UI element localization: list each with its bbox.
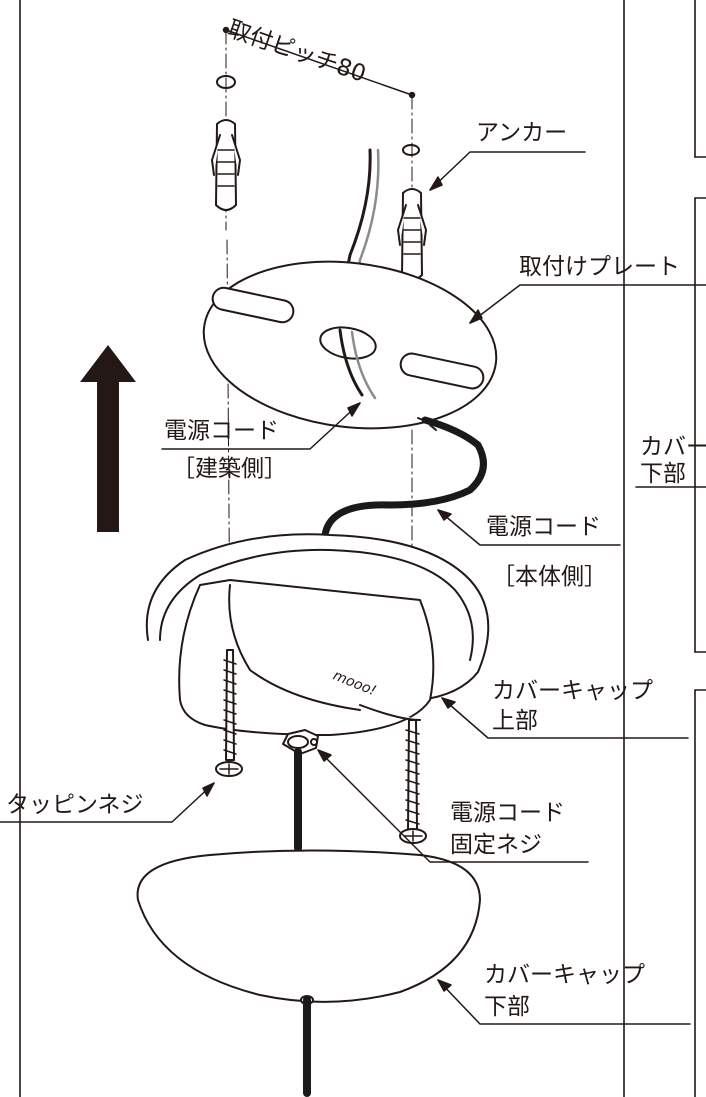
mounting-plate [202,260,498,430]
body-cord [321,416,487,539]
direction-arrow-up [80,345,136,532]
anchor-right [397,188,427,281]
frame-lines [19,0,706,1097]
wall-hole-right [402,144,420,156]
cover-cap-upper-sublabel: 上部 [492,708,538,734]
anchor-label: アンカー [476,120,568,146]
clipped-cover-label: カバー [640,434,706,460]
clipped-cover-sublabel: 下部 [640,461,686,487]
cord-fixing-screw-sublabel: 固定ネジ [450,832,542,858]
mounting-plate-label: 取付けプレート [519,254,680,280]
cord-fixing-screw-label: 電源コード [450,800,565,826]
cover-cap-upper-label: カバーキャップ [492,678,653,704]
anchor-left [211,119,241,211]
leader-lines [0,151,706,1025]
cord-through-hole [338,328,377,400]
building-cord-label: 電源コード [164,418,279,444]
tapping-screw-left [215,649,243,777]
body-cord-sublabel: ［本体側］ [492,564,607,590]
cover-cap-lower-label: カバーキャップ [484,962,645,988]
building-cord-sublabel: ［建築側］ [172,456,287,482]
cover-cap-lower-sublabel: 下部 [484,994,530,1020]
cover-cap-upper [145,533,490,736]
wall-hole-left [216,75,236,89]
pitch-dimension [222,26,416,99]
body-cord-label: 電源コード [486,514,601,540]
cover-cap-lower [136,849,481,1005]
tapping-screw-label: タッピンネジ [6,792,144,818]
tapping-screw-right [399,719,427,844]
